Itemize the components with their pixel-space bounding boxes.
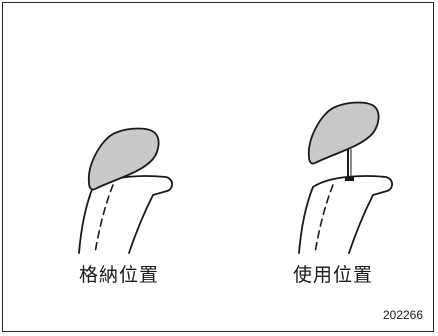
caption-stowed-position: 格納位置 xyxy=(79,264,160,286)
seatback-left-edge xyxy=(298,186,314,254)
headrest-pad xyxy=(308,101,380,165)
seatback-outline xyxy=(92,175,174,254)
figure-code: 202266 xyxy=(382,308,423,322)
headrest-stowed-illustration xyxy=(78,127,174,254)
headrest-in-use-illustration xyxy=(298,101,394,254)
caption-in-use-position: 使用位置 xyxy=(293,264,374,286)
seatback-left-edge xyxy=(78,186,94,254)
seatback-seam xyxy=(314,184,334,254)
headrest-stay-collar xyxy=(345,177,354,181)
headrest-pad xyxy=(88,127,160,191)
illustration-frame: 格納位置 使用位置 202266 xyxy=(2,2,434,332)
seatback-outline xyxy=(312,175,394,254)
seatback-seam xyxy=(94,184,114,254)
